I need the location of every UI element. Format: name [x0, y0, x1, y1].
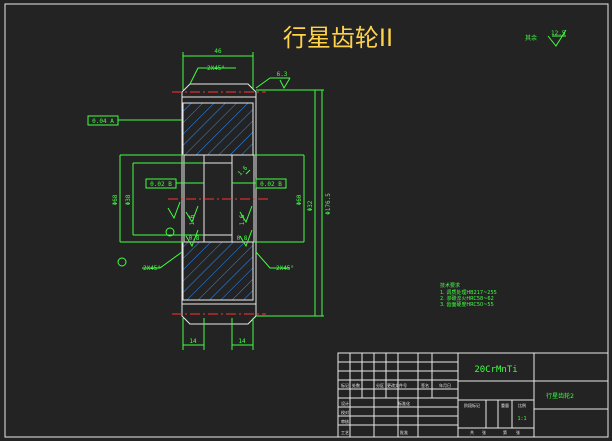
technical-notes: 技术要求 1. 调质处理HB217~255 2. 渗碳淬火HRC58~62 3.…	[440, 282, 497, 308]
tb-label-check: 校对	[341, 409, 349, 415]
dim-rough-l2: 0.8	[189, 235, 200, 242]
drawing-title: 行星齿轮II	[283, 24, 393, 52]
notes-header: 技术要求	[440, 282, 460, 289]
tb-col-date: 年月日	[439, 382, 451, 388]
dim-bottom-left: 14	[189, 338, 197, 345]
dim-top-width: 46	[214, 48, 222, 55]
dim-right-tol: 0.02 B	[260, 181, 282, 188]
tb-approve: 批准	[400, 429, 408, 435]
dim-rough-r2: 0.8	[237, 235, 248, 242]
tb-scale-value: 1:1	[517, 416, 526, 422]
tb-col-count: 处数	[352, 382, 360, 388]
notes-line-2: 2. 渗碳淬火HRC58~62	[440, 295, 494, 302]
tb-weight: 重量	[501, 402, 509, 408]
dim-dia-small-left: Φ38	[125, 194, 132, 205]
dim-rough-l1: 1.6	[189, 214, 196, 225]
tb-label-design: 设计	[341, 400, 349, 406]
gear-section	[168, 83, 268, 325]
tb-sheet-1: 张	[482, 429, 486, 435]
notes-line-3: 3. 齿面硬度HRC50~55	[440, 301, 494, 308]
tb-label-review: 审核	[341, 418, 349, 424]
roughness-symbol: 其余 12.5	[525, 29, 567, 47]
tb-label-process: 工艺	[341, 430, 349, 435]
tb-stage: 阶段标记	[464, 402, 480, 408]
dim-dia-outer-right: Φ60	[296, 194, 303, 205]
tb-material: 20CrMnTi	[474, 365, 517, 375]
tb-col-file: 更改文件号	[387, 382, 407, 388]
dim-left-callout: 0.04 A	[92, 118, 114, 125]
dimension-lines	[87, 52, 324, 350]
dim-dia-big: Φ176.5	[325, 193, 332, 215]
dim-dia-outer-left: Φ68	[112, 194, 119, 205]
dim-left-tol: 0.02 B	[150, 181, 172, 188]
dim-bottom-right: 14	[238, 338, 246, 345]
tb-part-name: 行星齿轮2	[546, 392, 574, 400]
tb-index: 第	[503, 429, 507, 435]
dim-rough-small: 1.6	[237, 164, 250, 177]
dim-chamfer-right: 2X45°	[276, 265, 294, 272]
tb-scale-label: 比例	[518, 402, 526, 408]
tb-col-zone: 分区	[376, 382, 384, 388]
roughness-value: 12.5	[551, 30, 566, 37]
dim-roughness-top: 6.3	[277, 71, 288, 78]
tb-total: 共	[470, 429, 474, 435]
notes-line-1: 1. 调质处理HB217~255	[440, 289, 497, 296]
dim-chamfer-left: 2X45°	[143, 265, 161, 272]
dim-rough-r1: 1.6	[239, 214, 246, 225]
tb-label-mark: 标记	[341, 382, 349, 388]
dim-dia-right-2: Φ32	[307, 200, 314, 211]
tb-sheet-2: 张	[516, 429, 520, 435]
title-block	[337, 352, 609, 438]
tb-col-sign: 签名	[421, 382, 429, 388]
dim-chamfer-top: 2X45°	[207, 65, 225, 72]
sheet-border	[4, 3, 609, 438]
roughness-prefix: 其余	[525, 34, 537, 42]
tb-std: 标准化	[398, 400, 410, 406]
